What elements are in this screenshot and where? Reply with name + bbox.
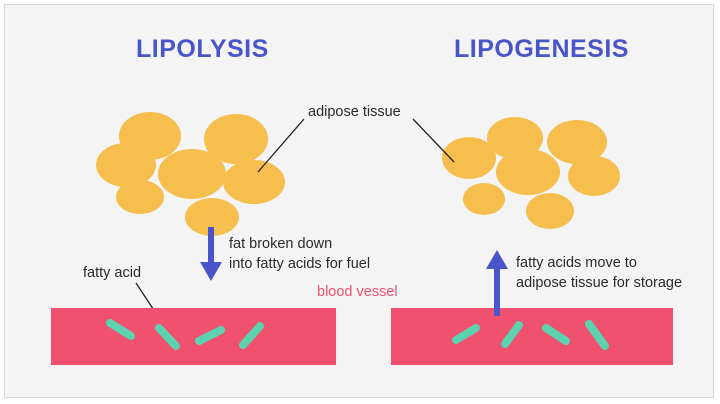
fat-cell — [116, 180, 164, 214]
fat-cell — [526, 193, 574, 229]
fat-cell — [487, 117, 543, 159]
heading-lipogenesis: LIPOGENESIS — [454, 35, 629, 63]
label-breakdown-line2: into fatty acids for fuel — [229, 255, 371, 272]
leader-line-adipose-left — [257, 118, 305, 173]
label-fatty-acid: fatty acid — [83, 265, 142, 281]
label-blood-vessel: blood vessel — [317, 284, 398, 300]
fatty-acid-molecule — [239, 322, 264, 349]
fat-cell — [463, 183, 505, 215]
blood-vessel-left — [51, 308, 336, 365]
fatty-acid-molecule — [501, 321, 523, 348]
fat-cluster-lipogenesis — [442, 117, 620, 229]
fat-cell — [223, 160, 285, 204]
fat-cell — [547, 120, 607, 164]
fat-cell — [158, 149, 226, 199]
fatty-acids-right — [452, 320, 609, 350]
fatty-acid-molecule — [542, 324, 570, 345]
arrow-down-icon — [200, 227, 222, 281]
heading-lipolysis: LIPOLYSIS — [136, 35, 269, 63]
fatty-acid-molecule — [106, 319, 135, 340]
arrow-up-icon — [486, 250, 508, 316]
fat-cell — [185, 198, 239, 236]
fatty-acids-left — [106, 319, 264, 350]
fat-cell — [442, 137, 496, 179]
fat-cell — [96, 143, 156, 187]
label-breakdown: fat broken down into fatty acids for fue… — [229, 235, 370, 274]
fatty-acid-molecule — [155, 324, 180, 350]
fat-cluster-lipolysis — [96, 112, 285, 236]
blood-vessel-right — [391, 308, 673, 365]
fat-cell — [496, 149, 560, 195]
fat-cell — [204, 114, 268, 164]
leader-line-adipose-right — [412, 118, 455, 163]
label-breakdown-line1: fat broken down — [229, 236, 333, 252]
label-storage-line1: fatty acids move to — [516, 255, 637, 271]
label-storage-line2: adipose tissue for storage — [516, 274, 683, 291]
fatty-acid-molecule — [452, 324, 480, 344]
fatty-acid-molecule — [585, 320, 609, 350]
label-adipose-tissue: adipose tissue — [308, 104, 401, 120]
label-storage: fatty acids move to adipose tissue for s… — [516, 254, 682, 293]
fat-cell — [568, 156, 620, 196]
fatty-acid-molecule — [195, 326, 225, 345]
